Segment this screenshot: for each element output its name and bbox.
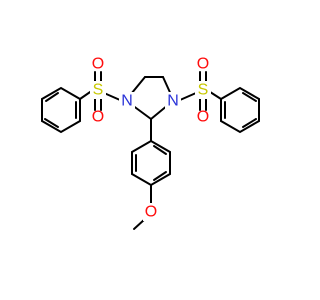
- methoxyphenyl-double-2: [153, 171, 167, 181]
- left-phenyl-double-2: [44, 118, 59, 128]
- bond-n1-s: [103, 92, 121, 101]
- atom-o-right-top: O: [197, 56, 209, 73]
- atom-n-left: N: [121, 93, 133, 110]
- atom-o-left-top: O: [92, 56, 104, 73]
- atom-s-left: S: [93, 82, 104, 99]
- right-phenyl-ring: [220, 86, 260, 134]
- right-phenyl-double-2: [242, 92, 257, 102]
- bond-n3-s: [179, 92, 197, 101]
- left-phenyl-outline: [41, 86, 81, 134]
- methoxyphenyl-outline: [131, 139, 171, 187]
- right-phenyl-double-3: [242, 118, 257, 128]
- left-phenyl-double-3: [45, 92, 59, 102]
- atom-s-right: S: [198, 82, 209, 99]
- right-phenyl-outline: [220, 86, 260, 134]
- left-phenyl-ring: [41, 86, 81, 134]
- atom-o-methoxy: O: [145, 204, 157, 221]
- bond-c2-n1: [131, 104, 152, 120]
- molecule-diagram: N N S S O O O O O: [41, 56, 260, 230]
- right-sulfonyl-group: [179, 71, 222, 111]
- structure-canvas: N N S S O O O O O: [41, 56, 260, 230]
- atom-o-left-bottom: O: [92, 109, 104, 126]
- atom-n-right: N: [167, 93, 179, 110]
- atom-o-right-bottom: O: [197, 109, 209, 126]
- atom-labels: N N S S O O O O O: [90, 56, 211, 221]
- methoxyphenyl-double-1: [153, 145, 167, 155]
- methoxyphenyl-ring: [131, 118, 171, 230]
